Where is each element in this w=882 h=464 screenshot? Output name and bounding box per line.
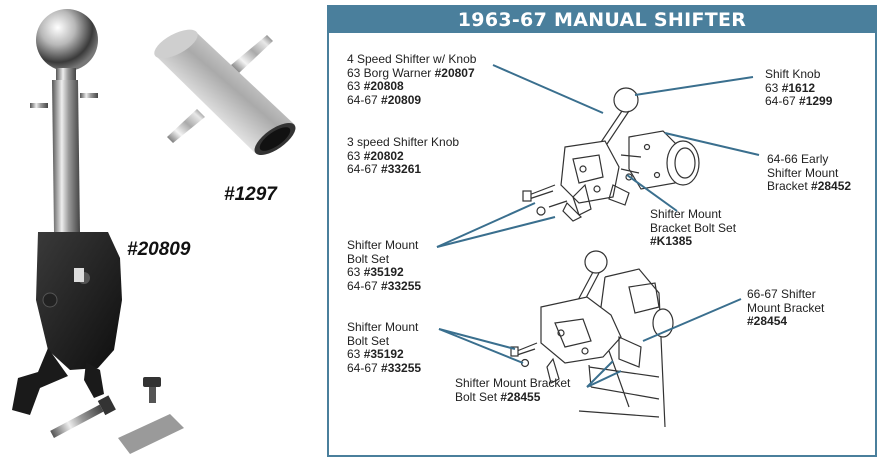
callout-mount-bracket-bolt-set-lower: Shifter Mount Bracket Bolt Set #28455 — [455, 376, 571, 404]
manual-shifter-panel: 1963-67 MANUAL SHIFTER — [327, 5, 877, 457]
callout-mount-bolt-set-lower: Shifter Mount Bolt Set 63 #35192 64-67 #… — [347, 320, 422, 375]
panel-title: 1963-67 MANUAL SHIFTER — [329, 7, 875, 33]
callout-4-speed-shifter: 4 Speed Shifter w/ Knob 63 Borg Warner #… — [347, 52, 477, 107]
callout-early-mount-bracket: 64-66 Early Shifter Mount Bracket #28452 — [767, 152, 852, 193]
callout-shift-knob: Shift Knob 63 #1612 64-67 #1299 — [765, 67, 833, 108]
shifter-photo — [12, 9, 184, 454]
shifter-tube-photo — [154, 29, 296, 156]
shifter-diagram — [436, 64, 760, 428]
callout-mount-bracket-bolt-set: Shifter Mount Bracket Bolt Set #K1385 — [650, 207, 737, 248]
shifter-part-number: #20809 — [127, 239, 191, 260]
tube-part-number: #1297 — [224, 184, 277, 205]
callout-late-mount-bracket: 66-67 Shifter Mount Bracket #28454 — [747, 287, 825, 328]
callout-mount-bolt-set-upper: Shifter Mount Bolt Set 63 #35192 64-67 #… — [347, 238, 422, 293]
callout-3-speed-knob: 3 speed Shifter Knob 63 #20802 64-67 #33… — [347, 135, 460, 176]
